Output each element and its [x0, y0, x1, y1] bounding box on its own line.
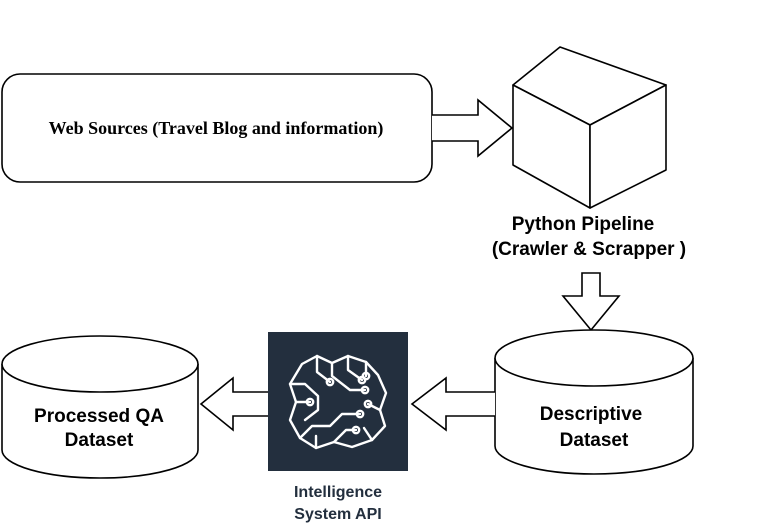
python-pipeline-label-line1: Python Pipeline [512, 214, 655, 235]
web-sources-label: Web Sources (Travel Blog and information… [49, 118, 384, 139]
arrow-pipeline-to-descriptive [561, 272, 621, 332]
processed-cylinder [1, 364, 199, 479]
descriptive-label-line1: Descriptive [540, 404, 642, 425]
arrow-web-to-pipeline [432, 98, 514, 158]
arrow-descriptive-to-api [410, 376, 495, 432]
processed-cylinder-top [1, 335, 199, 393]
processed-label-line2: Dataset [65, 430, 134, 451]
cube-icon [512, 46, 667, 209]
intelligence-api-node: Intelligence System API [268, 332, 408, 523]
arrow-api-to-processed [199, 376, 268, 432]
processed-label-line1: Processed QA [34, 406, 164, 427]
descriptive-label-line2: Dataset [560, 430, 629, 451]
descriptive-dataset-node: Descriptive Dataset [494, 329, 694, 475]
descriptive-cylinder-top [494, 329, 694, 387]
processed-qa-node: Processed QA Dataset [1, 335, 199, 479]
python-pipeline-node: Python Pipeline (Crawler & Scrapper ) [492, 46, 686, 260]
python-pipeline-label-line2: (Crawler & Scrapper ) [492, 239, 686, 260]
descriptive-cylinder [494, 358, 694, 475]
web-sources-node: Web Sources (Travel Blog and information… [1, 73, 433, 183]
api-label-line2: System API [294, 506, 381, 523]
api-icon-box [268, 332, 408, 471]
brain-circuit-icon [288, 354, 388, 450]
api-label-line1: Intelligence [294, 484, 382, 501]
